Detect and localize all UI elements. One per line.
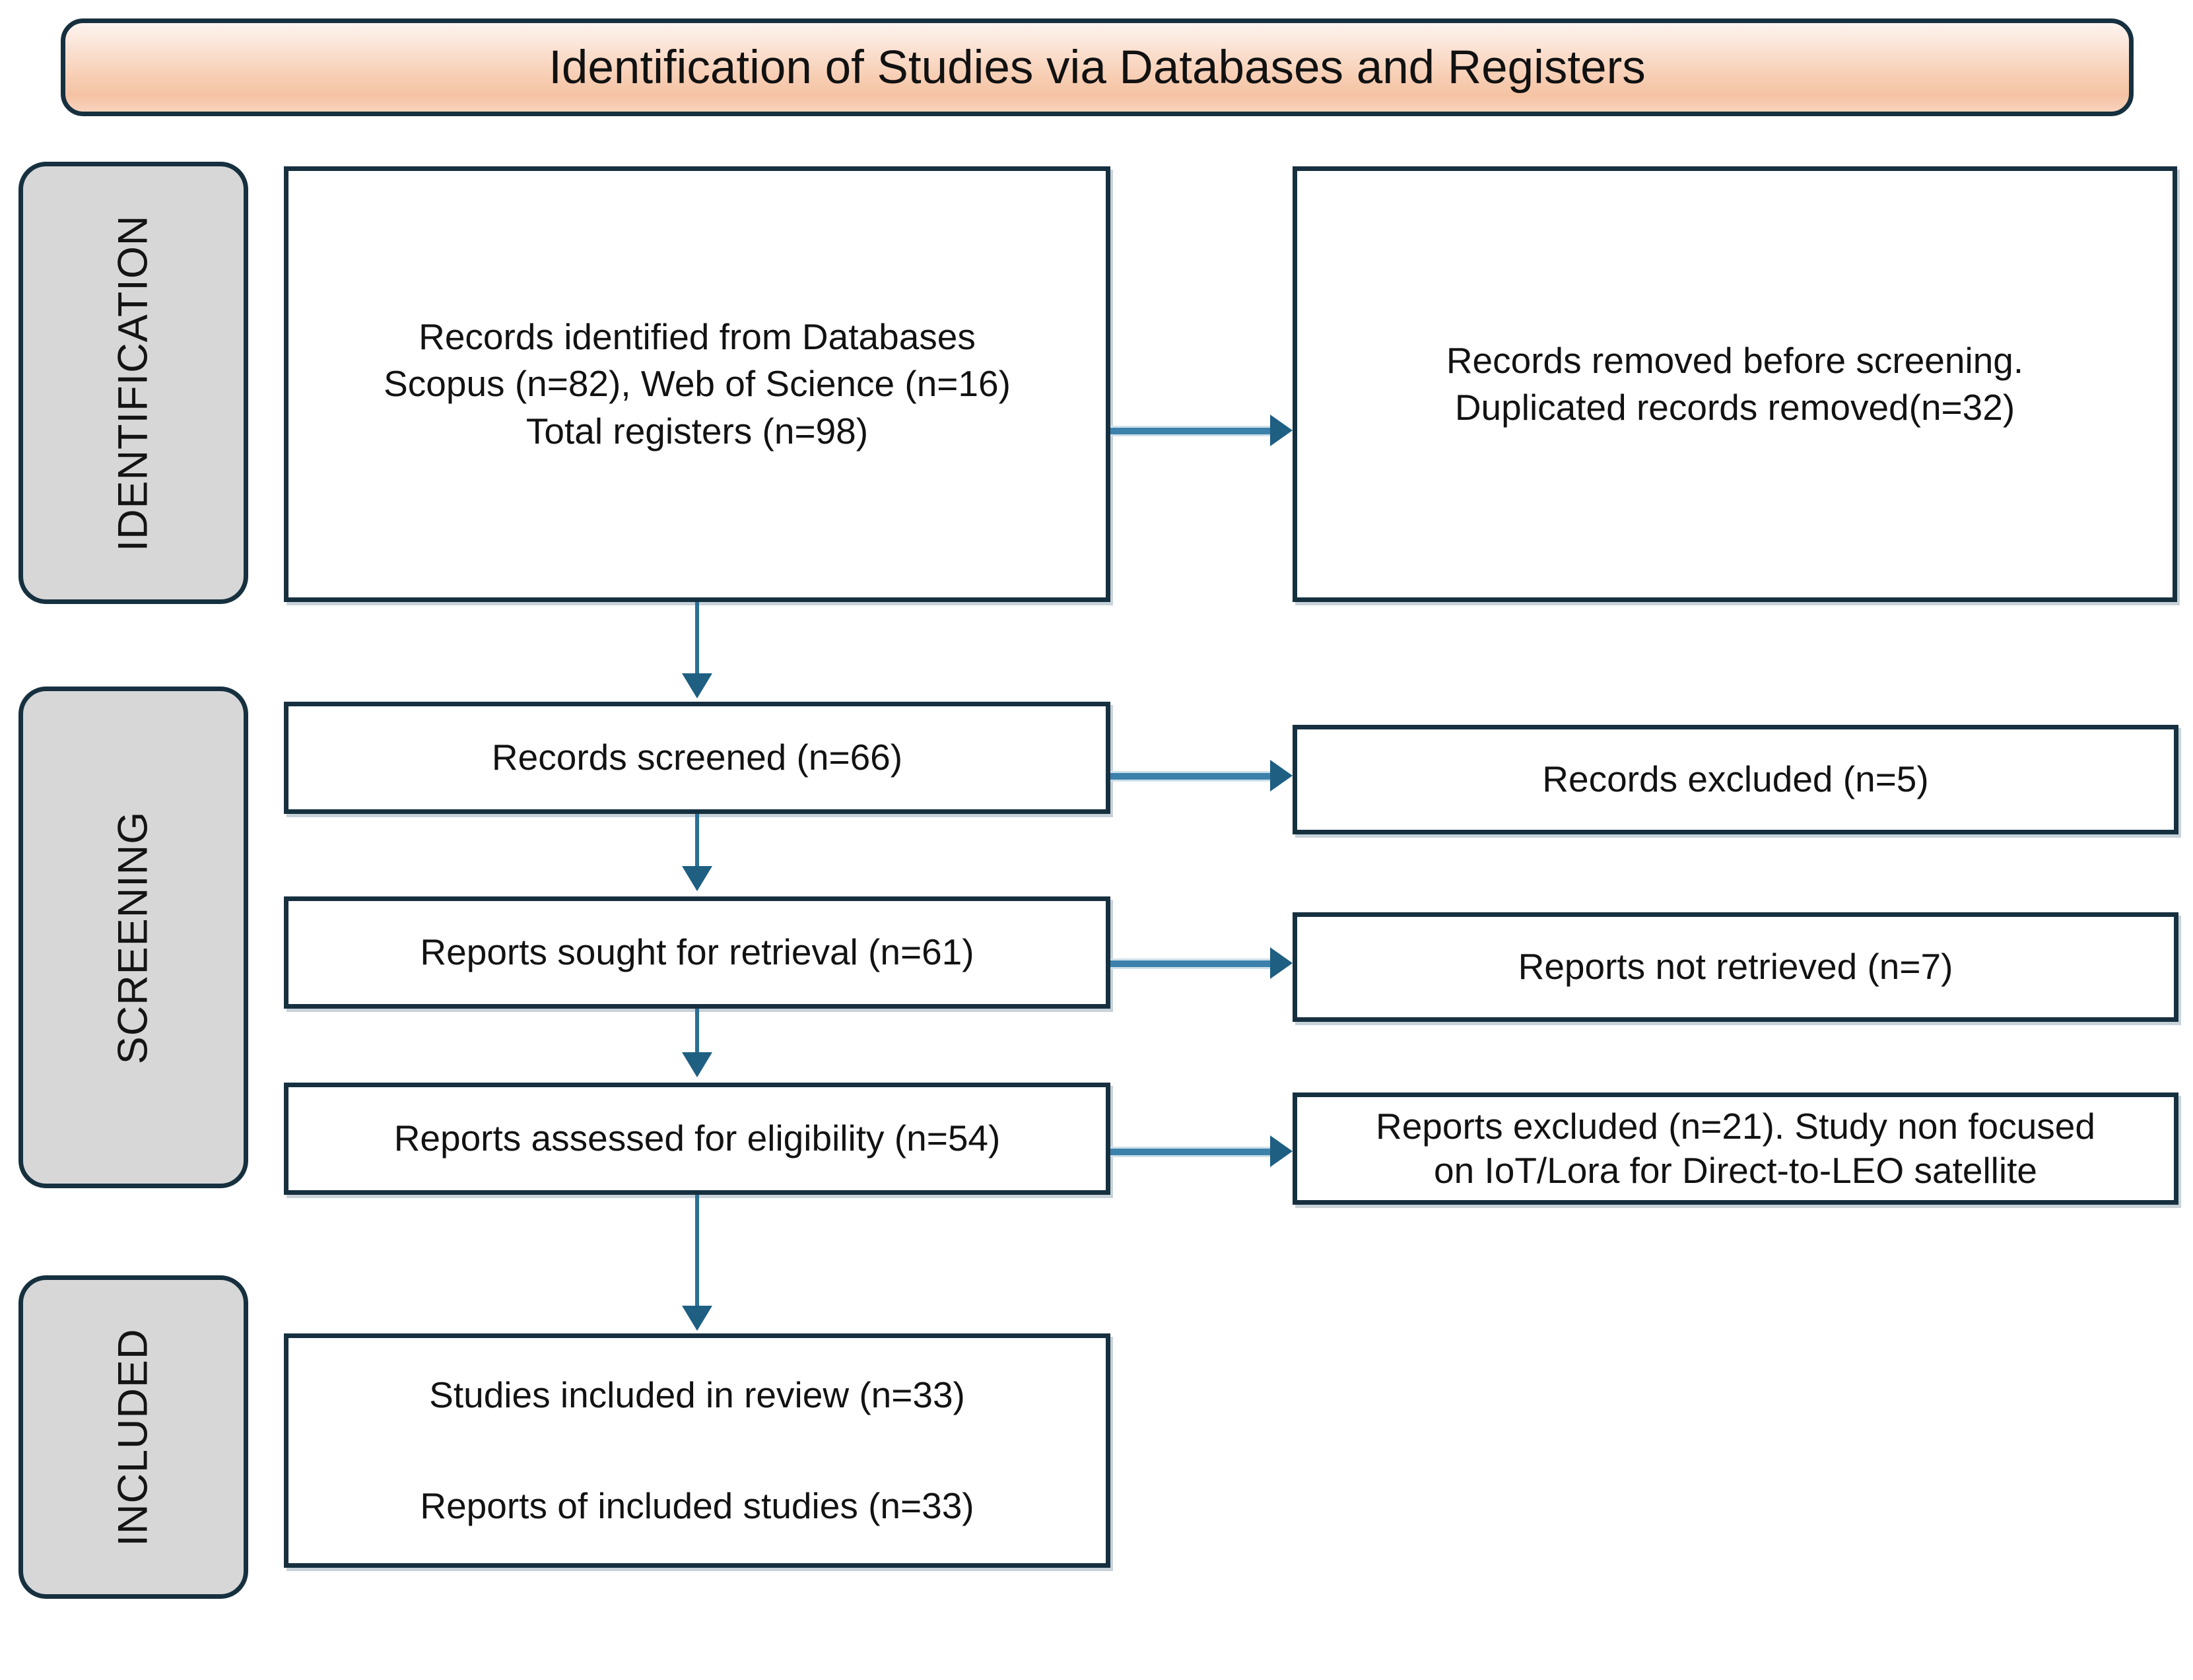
box-records-identified: Records identified from Databases Scopus… xyxy=(284,166,1110,602)
phase-label-included: INCLUDED xyxy=(18,1275,248,1599)
box-reports-excluded-line2: on IoT/Lora for Direct-to-LEO satellite xyxy=(1434,1150,2037,1191)
box-records-excluded: Records excluded (n=5) xyxy=(1293,725,2178,834)
box-records-removed-line1: Records removed before screening. xyxy=(1446,339,2024,381)
box-reports-assessed: Reports assessed for eligibility (n=54) xyxy=(284,1083,1110,1195)
connector-sought-to-notretrieved-line xyxy=(1110,958,1275,969)
box-studies-included-line2: Reports of included studies (n=33) xyxy=(420,1485,974,1526)
box-records-screened-line1: Records screened (n=66) xyxy=(491,737,903,778)
box-reports-assessed-line1: Reports assessed for eligibility (n=54) xyxy=(393,1118,1001,1159)
connector-identified-to-removed-arrowhead-icon xyxy=(1270,415,1293,446)
connector-assessed-to-included-line xyxy=(695,1195,699,1314)
phase-label-screening-text: SCREENING xyxy=(110,811,156,1064)
box-reports-not-retrieved: Reports not retrieved (n=7) xyxy=(1293,912,2178,1022)
connector-sought-to-notretrieved-arrowhead-icon xyxy=(1270,947,1293,979)
phase-label-screening: SCREENING xyxy=(18,687,248,1188)
connector-identified-to-screened-line xyxy=(695,602,699,681)
box-studies-included: Studies included in review (n=33) Report… xyxy=(284,1333,1110,1568)
phase-label-identification-text: IDENTIFICATION xyxy=(110,215,156,551)
box-records-removed: Records removed before screening. Duplic… xyxy=(1293,166,2177,602)
connector-assessed-to-reportsexcluded-line xyxy=(1110,1147,1275,1157)
connector-assessed-to-reportsexcluded-arrowhead-icon xyxy=(1270,1135,1293,1167)
diagram-title-banner: Identification of Studies via Databases … xyxy=(61,18,2134,116)
box-records-excluded-line1: Records excluded (n=5) xyxy=(1542,758,1929,800)
connector-screened-to-sought-line xyxy=(695,814,699,872)
phase-label-included-text: INCLUDED xyxy=(110,1327,156,1547)
box-records-screened: Records screened (n=66) xyxy=(284,702,1110,814)
page-title: Identification of Studies via Databases … xyxy=(549,41,1646,94)
connector-screened-to-excluded-line xyxy=(1110,771,1275,782)
box-records-identified-line3: Total registers (n=98) xyxy=(525,410,869,452)
box-reports-sought: Reports sought for retrieval (n=61) xyxy=(284,896,1110,1009)
box-reports-excluded-line1: Reports excluded (n=21). Study non focus… xyxy=(1376,1105,2095,1147)
phase-label-identification: IDENTIFICATION xyxy=(18,162,248,604)
connector-identified-to-removed-line xyxy=(1110,426,1275,436)
box-records-identified-line2: Scopus (n=82), Web of Science (n=16) xyxy=(384,363,1011,405)
box-studies-included-line1: Studies included in review (n=33) xyxy=(429,1374,965,1415)
connector-sought-to-assessed-line xyxy=(695,1009,699,1058)
box-records-removed-line2: Duplicated records removed(n=32) xyxy=(1454,387,2015,428)
box-reports-not-retrieved-line1: Reports not retrieved (n=7) xyxy=(1518,946,1953,988)
box-reports-excluded: Reports excluded (n=21). Study non focus… xyxy=(1293,1092,2178,1205)
connector-screened-to-excluded-arrowhead-icon xyxy=(1270,760,1293,791)
connector-sought-to-assessed-arrowhead-icon xyxy=(682,1052,712,1077)
connector-assessed-to-included-arrowhead-icon xyxy=(682,1306,712,1331)
box-reports-sought-line1: Reports sought for retrieval (n=61) xyxy=(420,931,974,973)
box-records-identified-line1: Records identified from Databases xyxy=(419,316,976,357)
connector-screened-to-sought-arrowhead-icon xyxy=(682,866,712,891)
connector-identified-to-screened-arrowhead-icon xyxy=(682,673,712,698)
